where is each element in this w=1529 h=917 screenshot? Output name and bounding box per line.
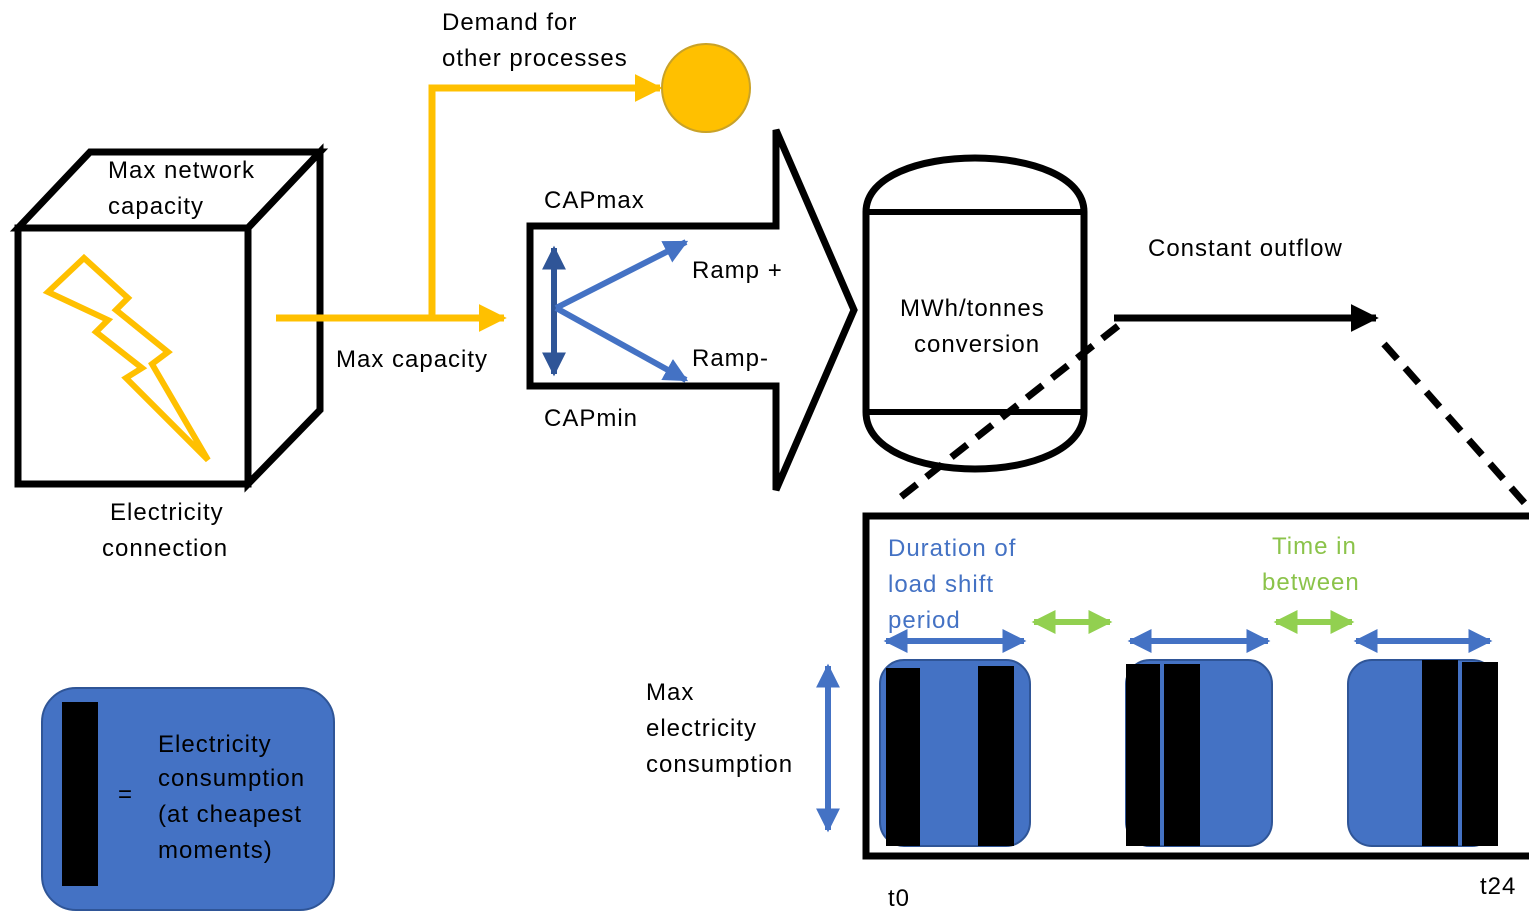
duration-label-3: period bbox=[888, 607, 961, 634]
max-network-label-1: Max network bbox=[108, 157, 255, 184]
time-between-label-1: Time in bbox=[1272, 533, 1357, 560]
electricity-connection-label-1: Electricity bbox=[110, 499, 224, 526]
conversion-label-2: conversion bbox=[914, 331, 1040, 358]
max-consumption-label-2: electricity bbox=[646, 715, 757, 742]
zoom-line-left bbox=[889, 323, 1121, 507]
max-consumption-label-3: consumption bbox=[646, 751, 793, 778]
legend-text-1: Electricity bbox=[158, 731, 272, 758]
electricity-connection-cube bbox=[9, 143, 329, 493]
consumption-bar bbox=[1462, 662, 1498, 846]
max-network-label-2: capacity bbox=[108, 193, 204, 220]
duration-label-2: load shift bbox=[888, 571, 994, 598]
capmax-label: CAPmax bbox=[544, 187, 645, 214]
demand-label-1: Demand for bbox=[442, 9, 577, 36]
load-shift-block-2 bbox=[1125, 659, 1273, 847]
ramp-plus-label: Ramp + bbox=[692, 257, 783, 284]
load-shift-block-3 bbox=[1347, 659, 1498, 847]
consumption-bar bbox=[886, 668, 920, 846]
ramp-minus-label: Ramp- bbox=[692, 345, 769, 372]
ramp-up-arrow bbox=[554, 239, 689, 311]
lightning-bolt-icon bbox=[42, 253, 211, 463]
constant-outflow-label: Constant outflow bbox=[1148, 235, 1343, 262]
conversion-label-1: MWh/tonnes bbox=[900, 295, 1045, 322]
demand-label-2: other processes bbox=[442, 45, 628, 72]
t24-label: t24 bbox=[1480, 873, 1516, 900]
max-capacity-label: Max capacity bbox=[336, 346, 488, 373]
consumption-bar bbox=[1422, 660, 1458, 846]
demand-arrow bbox=[428, 74, 663, 318]
time-between-label-2: between bbox=[1262, 569, 1360, 596]
legend-text-4: moments) bbox=[158, 837, 273, 864]
capmin-label: CAPmin bbox=[544, 405, 638, 432]
max-consumption-label-1: Max bbox=[646, 679, 694, 706]
legend-box bbox=[41, 687, 335, 911]
t0-label: t0 bbox=[888, 885, 910, 912]
load-shift-block-1 bbox=[879, 659, 1031, 847]
cube-front-face bbox=[14, 224, 252, 488]
legend-equals: = bbox=[118, 781, 133, 808]
duration-label-1: Duration of bbox=[888, 535, 1016, 562]
other-processes-circle bbox=[661, 43, 751, 133]
process-arrow bbox=[526, 128, 858, 492]
electricity-connection-label-2: connection bbox=[102, 535, 228, 562]
consumption-bar bbox=[1164, 664, 1200, 846]
legend-text-2: consumption bbox=[158, 765, 305, 792]
consumption-bar bbox=[1126, 664, 1160, 846]
ramp-down-arrow bbox=[554, 305, 689, 383]
consumption-bar bbox=[978, 666, 1014, 846]
zoom-line-right bbox=[1381, 341, 1529, 511]
legend: = Electricity consumption (at cheapest m… bbox=[41, 687, 335, 911]
legend-text-3: (at cheapest bbox=[158, 801, 302, 828]
legend-consumption-bar bbox=[62, 702, 98, 886]
